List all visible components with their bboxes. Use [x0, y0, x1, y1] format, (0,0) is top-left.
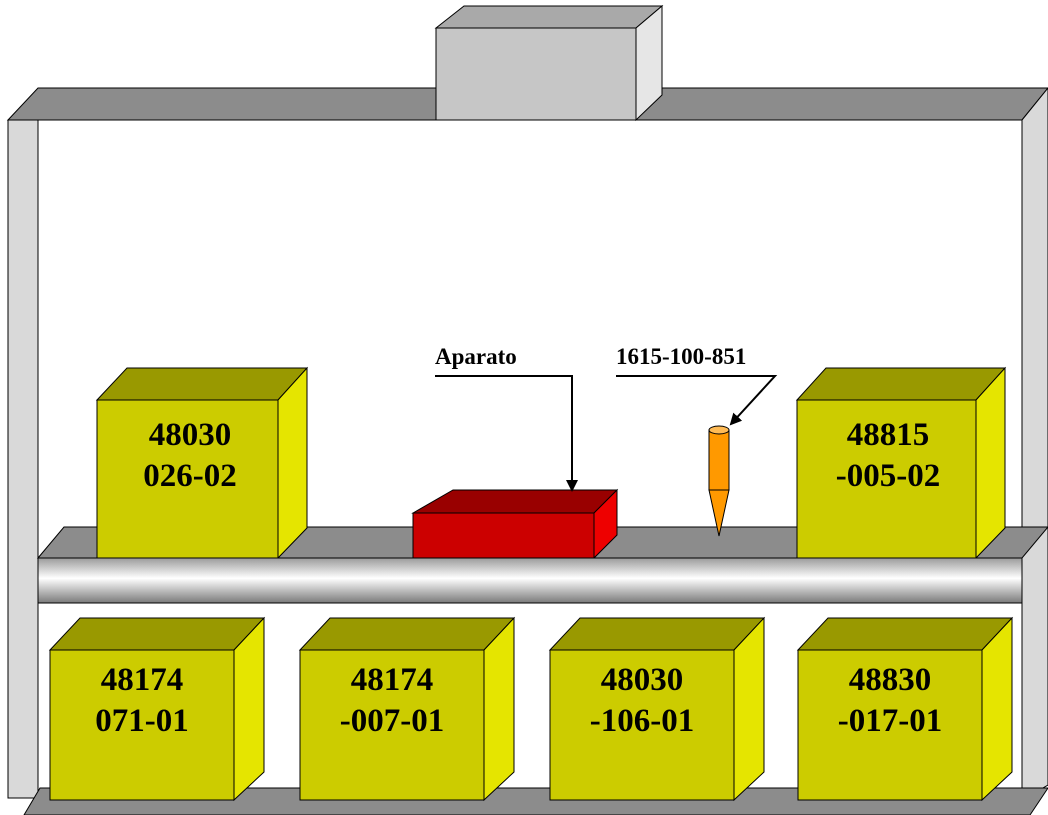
- frame-bottom-beam: [23, 787, 1048, 815]
- box-label-line1: 48030: [601, 662, 684, 698]
- device-callout-label: Aparato: [435, 344, 517, 369]
- frame: [6, 87, 1048, 815]
- device-callout: Aparato: [435, 344, 578, 492]
- box-label-line1: 48174: [101, 662, 184, 698]
- box-label-line1: 48815: [847, 417, 930, 453]
- bottom-row-box: 48830 -017-01: [796, 616, 1014, 802]
- probe: [708, 425, 730, 537]
- box-label-line2: -106-01: [590, 703, 694, 739]
- probe-callout: 1615-100-851: [616, 344, 778, 426]
- frame-right-post: [1021, 87, 1048, 801]
- frame-left-post: [7, 119, 39, 799]
- box-label-line1: 48030: [149, 417, 232, 453]
- transfer-bar: [37, 557, 1023, 604]
- box-label-line2: -005-02: [836, 458, 940, 494]
- device: [411, 488, 619, 560]
- box-label-line1: 48830: [849, 662, 932, 698]
- box-label-line2: -017-01: [838, 703, 942, 739]
- top-row-box: 48030 026-02: [95, 366, 309, 560]
- probe-callout-label: 1615-100-851: [616, 344, 746, 369]
- top-unit: [434, 4, 664, 122]
- box-label-line2: 026-02: [143, 458, 237, 494]
- box-label-line2: -007-01: [340, 703, 444, 739]
- top-row-box: 48815 -005-02: [795, 366, 1007, 560]
- box-label-line1: 48174: [351, 662, 434, 698]
- bottom-row-box: 48174 -007-01: [298, 616, 516, 802]
- bottom-row-box: 48030 -106-01: [548, 616, 766, 802]
- box-label-line2: 071-01: [95, 703, 189, 739]
- bottom-row-box: 48174 071-01: [48, 616, 266, 802]
